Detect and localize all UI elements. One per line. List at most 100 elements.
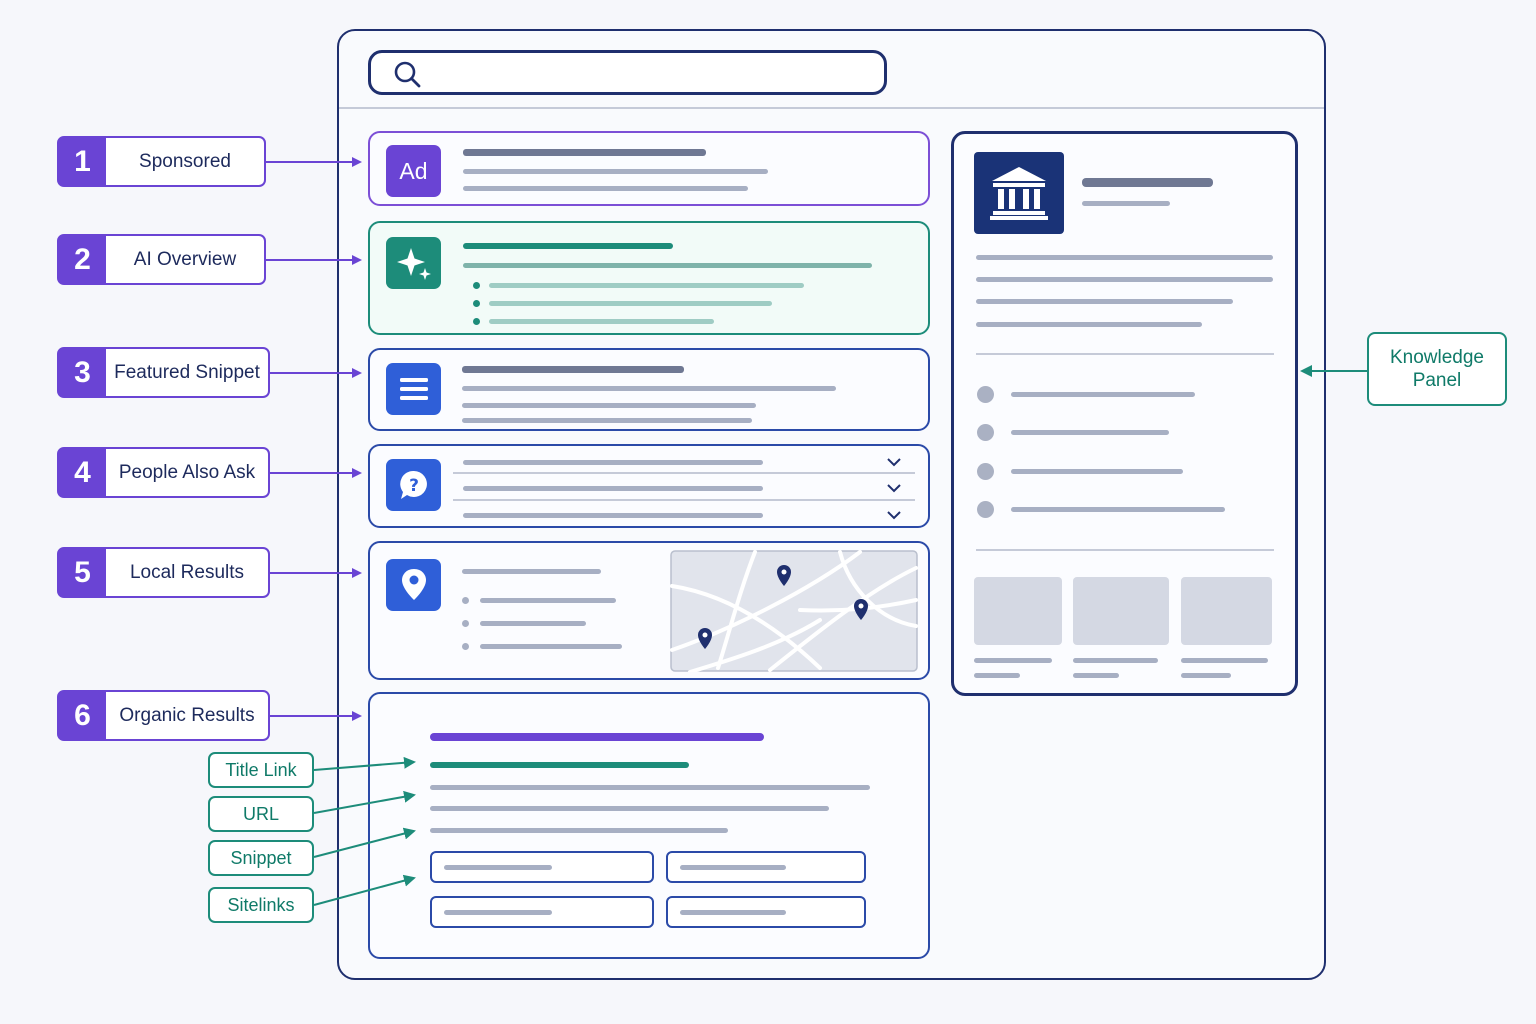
kp-text-line [976, 322, 1202, 327]
local-item-line [480, 644, 622, 649]
kp-fact-dot [977, 463, 994, 480]
ai-title-line [463, 243, 673, 249]
snippet-title-line [462, 366, 684, 373]
label-title-link: Title Link [208, 752, 314, 788]
paa-question-line [463, 486, 763, 491]
label-text: AI Overview [133, 248, 237, 270]
kp-image-thumbnail[interactable] [1181, 577, 1272, 645]
label-snippet: Snippet [208, 840, 314, 876]
kp-fact-line [1011, 430, 1169, 435]
ai-bullet [473, 318, 480, 325]
kp-text-line [976, 299, 1233, 304]
header-divider [339, 107, 1324, 109]
local-item-line [480, 598, 616, 603]
list-icon [386, 363, 441, 415]
chevron-down-icon[interactable] [886, 457, 902, 467]
paa-divider [453, 472, 915, 474]
svg-text:?: ? [409, 476, 419, 496]
label-text: Local Results [129, 561, 245, 583]
organic-snippet-line [430, 828, 728, 833]
chevron-down-icon[interactable] [886, 483, 902, 493]
ad-badge: Ad [386, 145, 441, 197]
sparkle-icon [386, 237, 441, 289]
kp-fact-line [1011, 392, 1195, 397]
label-number: 4 [59, 449, 106, 496]
ai-text-line [463, 263, 872, 268]
kp-fact-line [1011, 507, 1225, 512]
kp-caption-line [1181, 658, 1268, 663]
ai-bullet-line [489, 319, 714, 324]
local-bullet [462, 597, 469, 604]
label-local-results: 5 Local Results [57, 547, 270, 598]
label-number: 5 [59, 549, 106, 596]
ai-overview-card[interactable] [368, 221, 930, 335]
label-text: Featured Snippet [114, 361, 260, 383]
ad-title-line [463, 149, 706, 156]
organic-url-line[interactable] [430, 762, 689, 768]
sitelink[interactable] [666, 851, 866, 883]
search-icon [394, 61, 421, 88]
featured-snippet-card[interactable] [368, 348, 930, 431]
kp-caption-line [1073, 658, 1158, 663]
kp-caption-line [1181, 673, 1231, 678]
ai-bullet [473, 282, 480, 289]
kp-caption-line [974, 673, 1020, 678]
label-sitelinks: Sitelinks [208, 887, 314, 923]
snippet-text-line [462, 403, 756, 408]
kp-caption-line [974, 658, 1052, 663]
ai-bullet [473, 300, 480, 307]
search-input[interactable] [368, 50, 887, 95]
kp-fact-line [1011, 469, 1183, 474]
label-number: 6 [59, 692, 106, 739]
kp-image-thumbnail[interactable] [974, 577, 1062, 645]
local-bullet [462, 620, 469, 627]
organic-results-card[interactable] [368, 692, 930, 959]
local-title-line [462, 569, 601, 574]
map-pin-icon [386, 559, 441, 611]
label-text: Sponsored [139, 150, 231, 172]
kp-text-line [976, 255, 1273, 260]
ai-bullet-line [489, 283, 804, 288]
organic-snippet-line [430, 785, 870, 790]
local-results-card[interactable] [368, 541, 930, 680]
label-people-also-ask: 4 People Also Ask [57, 447, 270, 498]
kp-fact-dot [977, 424, 994, 441]
bank-building-icon [974, 152, 1064, 234]
local-item-line [480, 621, 586, 626]
organic-title-link[interactable] [430, 733, 764, 741]
chevron-down-icon[interactable] [886, 510, 902, 520]
sitelink[interactable] [430, 896, 654, 928]
label-text: Organic Results [119, 704, 255, 726]
local-map[interactable] [670, 550, 918, 672]
kp-subtitle-line [1082, 201, 1170, 206]
local-bullet [462, 643, 469, 650]
paa-divider [453, 499, 915, 501]
kp-text-line [976, 277, 1273, 282]
label-text: People Also Ask [118, 461, 256, 483]
label-organic-results: 6 Organic Results [57, 690, 270, 741]
label-sponsored: 1 Sponsored [57, 136, 266, 187]
kp-caption-line [1073, 673, 1119, 678]
label-number: 3 [59, 349, 106, 396]
kp-fact-dot [977, 386, 994, 403]
sitelink[interactable] [430, 851, 654, 883]
ad-text-line [463, 186, 748, 191]
label-number: 2 [59, 236, 106, 283]
organic-snippet-line [430, 806, 829, 811]
sitelink[interactable] [666, 896, 866, 928]
people-also-ask-card[interactable]: ? [368, 444, 930, 528]
paa-question-line [463, 460, 763, 465]
label-number: 1 [59, 138, 106, 185]
paa-question-line [463, 513, 763, 518]
kp-title-line [1082, 178, 1213, 187]
kp-fact-dot [977, 501, 994, 518]
sponsored-card[interactable]: Ad [368, 131, 930, 206]
kp-divider [976, 549, 1274, 551]
label-ai-overview: 2 AI Overview [57, 234, 266, 285]
kp-divider [976, 353, 1274, 355]
map-pin-icon [698, 565, 868, 649]
snippet-text-line [462, 418, 752, 423]
label-featured-snippet: 3 Featured Snippet [57, 347, 270, 398]
kp-image-thumbnail[interactable] [1073, 577, 1169, 645]
